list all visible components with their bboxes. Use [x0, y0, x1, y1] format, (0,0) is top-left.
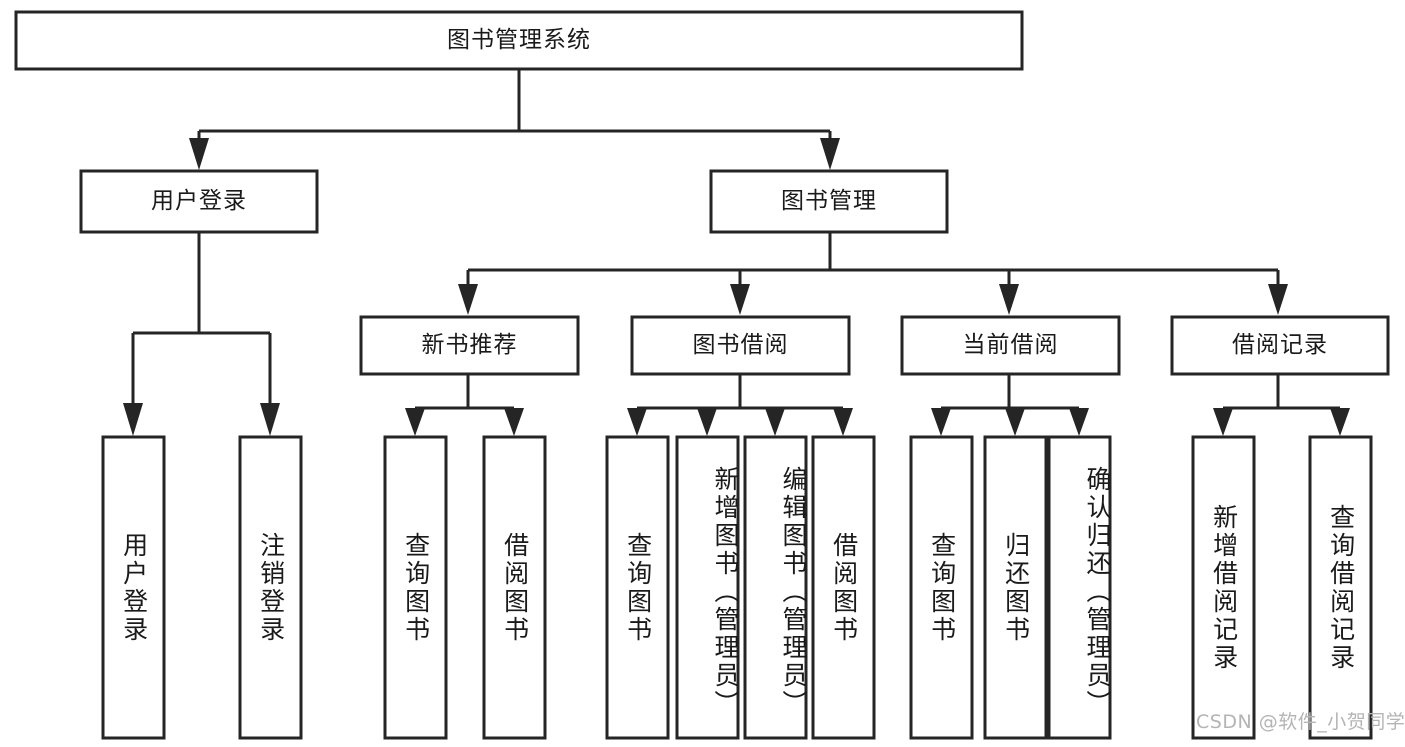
node-box-new-book-recommend[interactable] — [359, 315, 580, 376]
arrow-head-leaf-add-record — [1213, 408, 1233, 436]
node-box-leaf-confirm-return[interactable] — [1047, 435, 1112, 740]
arrow-head-leaf-user-login — [123, 403, 143, 436]
node-box-leaf-return-book[interactable] — [983, 435, 1048, 740]
node-box-root[interactable] — [14, 10, 1024, 71]
arrow-head-leaf-confirm-return — [1069, 408, 1089, 436]
node-box-leaf-query-book-1[interactable] — [383, 435, 448, 740]
arrow-head-leaf-add-book — [697, 408, 717, 436]
connector-group-root — [189, 69, 840, 170]
arrow-head-leaf-logout — [260, 403, 280, 436]
arrow-head-leaf-borrow-book-2 — [833, 408, 853, 436]
node-box-leaf-user-login[interactable] — [101, 435, 166, 740]
arrow-head-book-manage — [820, 138, 840, 170]
arrow-head-leaf-edit-book — [765, 408, 785, 436]
node-box-leaf-add-book[interactable] — [675, 435, 740, 740]
node-box-current-borrow[interactable] — [900, 315, 1121, 376]
arrow-head-leaf-query-book-3 — [931, 408, 951, 436]
arrow-head-leaf-query-book-1 — [405, 408, 425, 436]
arrow-head-leaf-query-book-2 — [627, 408, 647, 436]
node-box-leaf-borrow-book-2[interactable] — [811, 435, 876, 740]
node-box-leaf-borrow-book-1[interactable] — [482, 435, 547, 740]
connector-group-book-borrow — [627, 374, 853, 436]
node-box-user-login[interactable] — [79, 169, 319, 234]
arrow-head-current-borrow — [999, 284, 1019, 315]
arrow-head-new-book-recommend — [458, 284, 478, 315]
arrow-head-book-borrow — [730, 284, 750, 315]
node-box-leaf-add-record[interactable] — [1191, 435, 1256, 740]
node-box-leaf-query-book-3[interactable] — [909, 435, 974, 740]
connector-group-new-book-recommend — [405, 374, 524, 436]
node-box-book-manage[interactable] — [709, 169, 949, 234]
connector-group-borrow-record — [1213, 374, 1350, 436]
node-box-leaf-logout[interactable] — [238, 435, 303, 740]
csdn-watermark: CSDN @软件_小贺同学 — [1196, 711, 1405, 733]
node-box-leaf-edit-book[interactable] — [743, 435, 808, 740]
connector-group-user-login — [123, 232, 280, 436]
arrow-head-leaf-return-book — [1005, 408, 1025, 436]
arrow-head-user-login — [189, 138, 209, 170]
arrow-head-leaf-borrow-book-1 — [504, 408, 524, 436]
node-box-leaf-query-book-2[interactable] — [605, 435, 670, 740]
connector-group-current-borrow — [931, 374, 1089, 436]
arrow-head-leaf-query-record — [1330, 408, 1350, 436]
node-box-borrow-record[interactable] — [1170, 315, 1390, 376]
arrow-head-borrow-record — [1268, 284, 1288, 315]
node-box-leaf-query-record[interactable] — [1308, 435, 1373, 740]
node-box-book-borrow[interactable] — [630, 315, 851, 376]
connector-group-book-manage — [458, 232, 1288, 315]
